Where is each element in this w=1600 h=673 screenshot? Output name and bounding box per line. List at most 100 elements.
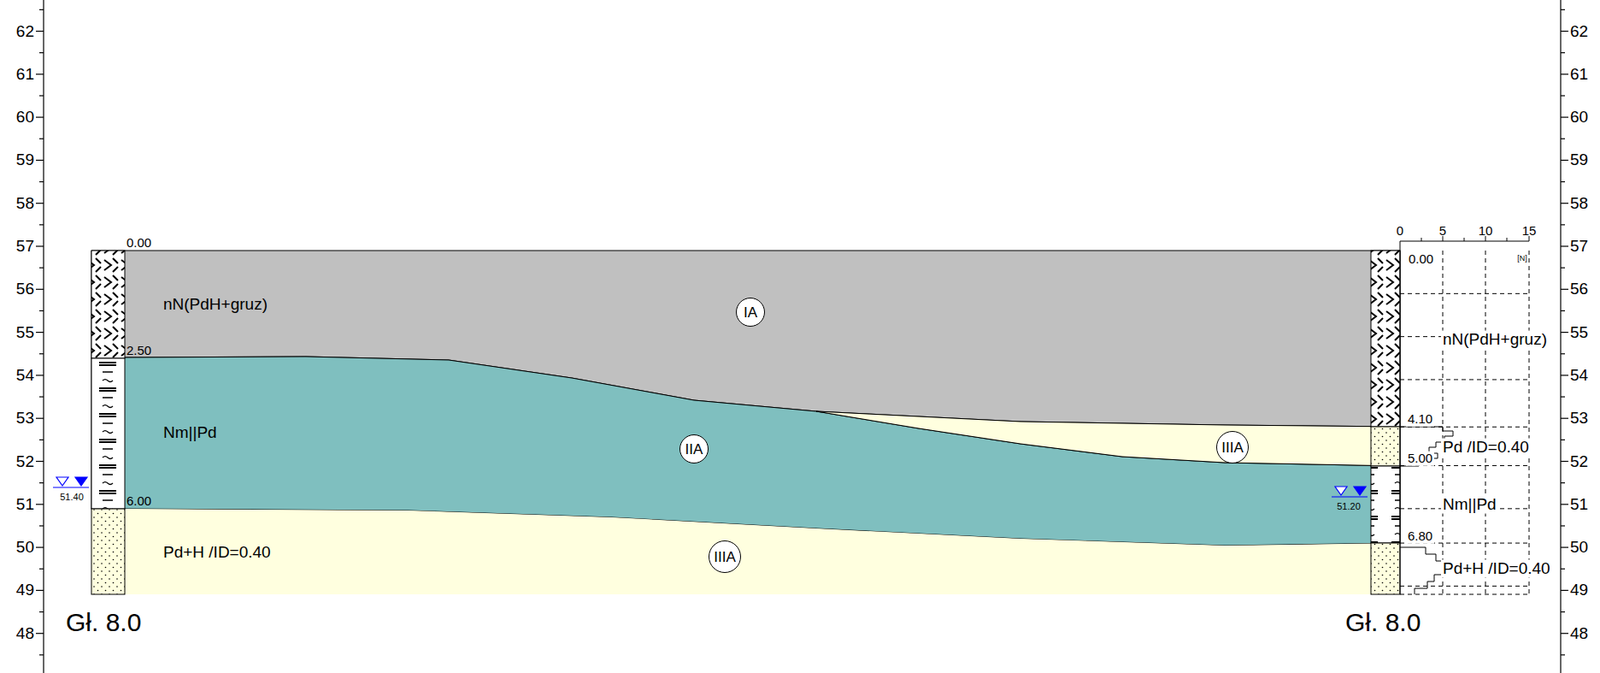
elevation-tick-label: 49 (1570, 581, 1589, 600)
grid-line (1400, 426, 1530, 428)
section-label: 5 (1439, 223, 1447, 239)
axis-line (1560, 395, 1565, 397)
axis-line (1560, 202, 1569, 204)
section-label: Gł. 8.0 (65, 607, 142, 636)
section-label: 6.80 (1405, 529, 1435, 544)
section-label: 51.40 (59, 491, 84, 502)
section-label: 15 (1522, 223, 1537, 239)
axis-line (39, 653, 44, 655)
section-label: 0 (1396, 223, 1404, 239)
layer-id: IA (743, 305, 758, 320)
section-label: 6.00 (126, 494, 152, 509)
elevation-tick-label: 56 (16, 280, 35, 299)
axis-line (1560, 546, 1569, 548)
axis-line (39, 310, 44, 312)
elevation-tick-label: 62 (1570, 22, 1589, 41)
axis-line (35, 202, 44, 204)
axis-line (35, 159, 44, 161)
axis-line (39, 138, 44, 140)
section-label: 4.10 (1405, 411, 1435, 427)
axis-line (39, 568, 44, 570)
layer-id: IIA (685, 441, 704, 457)
axis-line (35, 374, 44, 376)
axis-line (39, 395, 44, 397)
elevation-tick-label: 50 (16, 538, 35, 557)
axis-line (1560, 138, 1565, 140)
section-label: Pd+H /ID=0.40 (1441, 559, 1553, 578)
layer-id: IIIA (713, 549, 736, 565)
elevation-tick-label: 54 (1570, 365, 1589, 384)
axis-line (1560, 589, 1569, 591)
elevation-tick-label: 52 (16, 452, 35, 471)
axis-line (1560, 267, 1565, 269)
axis-line (35, 245, 44, 247)
section-label: [N] (1517, 254, 1528, 264)
section-label: Pd /ID=0.40 (1441, 438, 1531, 457)
axis-line (1560, 117, 1569, 118)
elevation-tick-label: 48 (1570, 623, 1589, 642)
elevation-tick-label: 51 (16, 494, 35, 513)
axis-line (39, 482, 44, 483)
elevation-tick-label: 60 (1570, 108, 1589, 127)
elevation-tick-label: 60 (16, 108, 35, 127)
axis-line (35, 632, 44, 634)
axis-line (1560, 30, 1569, 32)
axis-line (35, 546, 44, 548)
layer-circle: IA (735, 297, 765, 327)
elevation-tick-label: 55 (16, 323, 35, 342)
elevation-tick-label: 53 (1570, 409, 1589, 428)
axis-line (1560, 223, 1565, 225)
axis-line (35, 30, 44, 32)
axis-line (39, 267, 44, 269)
axis-line (1560, 503, 1569, 505)
section-label: Gł. 8.0 (1345, 607, 1421, 636)
elevation-tick-label: 58 (1570, 194, 1589, 212)
axis-line (1560, 331, 1569, 333)
axis-line (39, 611, 44, 612)
elevation-tick-label: 62 (16, 22, 35, 41)
axis-line (42, 0, 44, 673)
elevation-tick-label: 55 (1570, 323, 1589, 342)
axis-line (1560, 159, 1569, 161)
axis-line (39, 52, 44, 53)
axis-line (35, 589, 44, 591)
grid-line (1400, 293, 1530, 295)
axis-line (1560, 9, 1565, 11)
axis-line (1560, 632, 1569, 634)
axis-line (39, 524, 44, 526)
axis-line (35, 288, 44, 290)
grid-line (1400, 378, 1530, 380)
axis-line (1560, 460, 1569, 462)
elevation-tick-label: 57 (16, 237, 35, 256)
elevation-tick-label: 59 (1570, 151, 1589, 170)
axis-line (39, 94, 44, 96)
axis-line (35, 73, 44, 75)
axis-line (1560, 439, 1565, 441)
axis-line (1560, 310, 1565, 312)
axis-line (39, 181, 44, 183)
elevation-tick-label: 56 (1570, 280, 1589, 299)
elevation-tick-label: 50 (1570, 538, 1589, 557)
axis-line (1560, 94, 1565, 96)
section-label: Nm||Pd (1441, 495, 1499, 514)
axis-line (1560, 52, 1565, 53)
grid-line (1400, 585, 1530, 587)
section-label: 51.20 (1336, 500, 1361, 512)
elevation-tick-label: 57 (1570, 237, 1589, 256)
elevation-tick-label: 61 (1570, 64, 1589, 83)
section-label: Pd+H /ID=0.40 (163, 543, 271, 562)
axis-line (1560, 288, 1569, 290)
axis-line (1560, 374, 1569, 376)
section-label: 0.00 (126, 235, 152, 251)
axis-line (1560, 417, 1569, 419)
layer-circle: IIIA (1216, 430, 1249, 464)
axis-line (1560, 568, 1565, 570)
section-label: 5.00 (1405, 451, 1435, 466)
elevation-tick-label: 48 (16, 623, 35, 642)
section-label: 2.50 (126, 343, 152, 359)
axis-line (1560, 181, 1565, 183)
section-label: 10 (1478, 223, 1494, 239)
axis-line (35, 417, 44, 419)
axis-line (1560, 653, 1565, 655)
